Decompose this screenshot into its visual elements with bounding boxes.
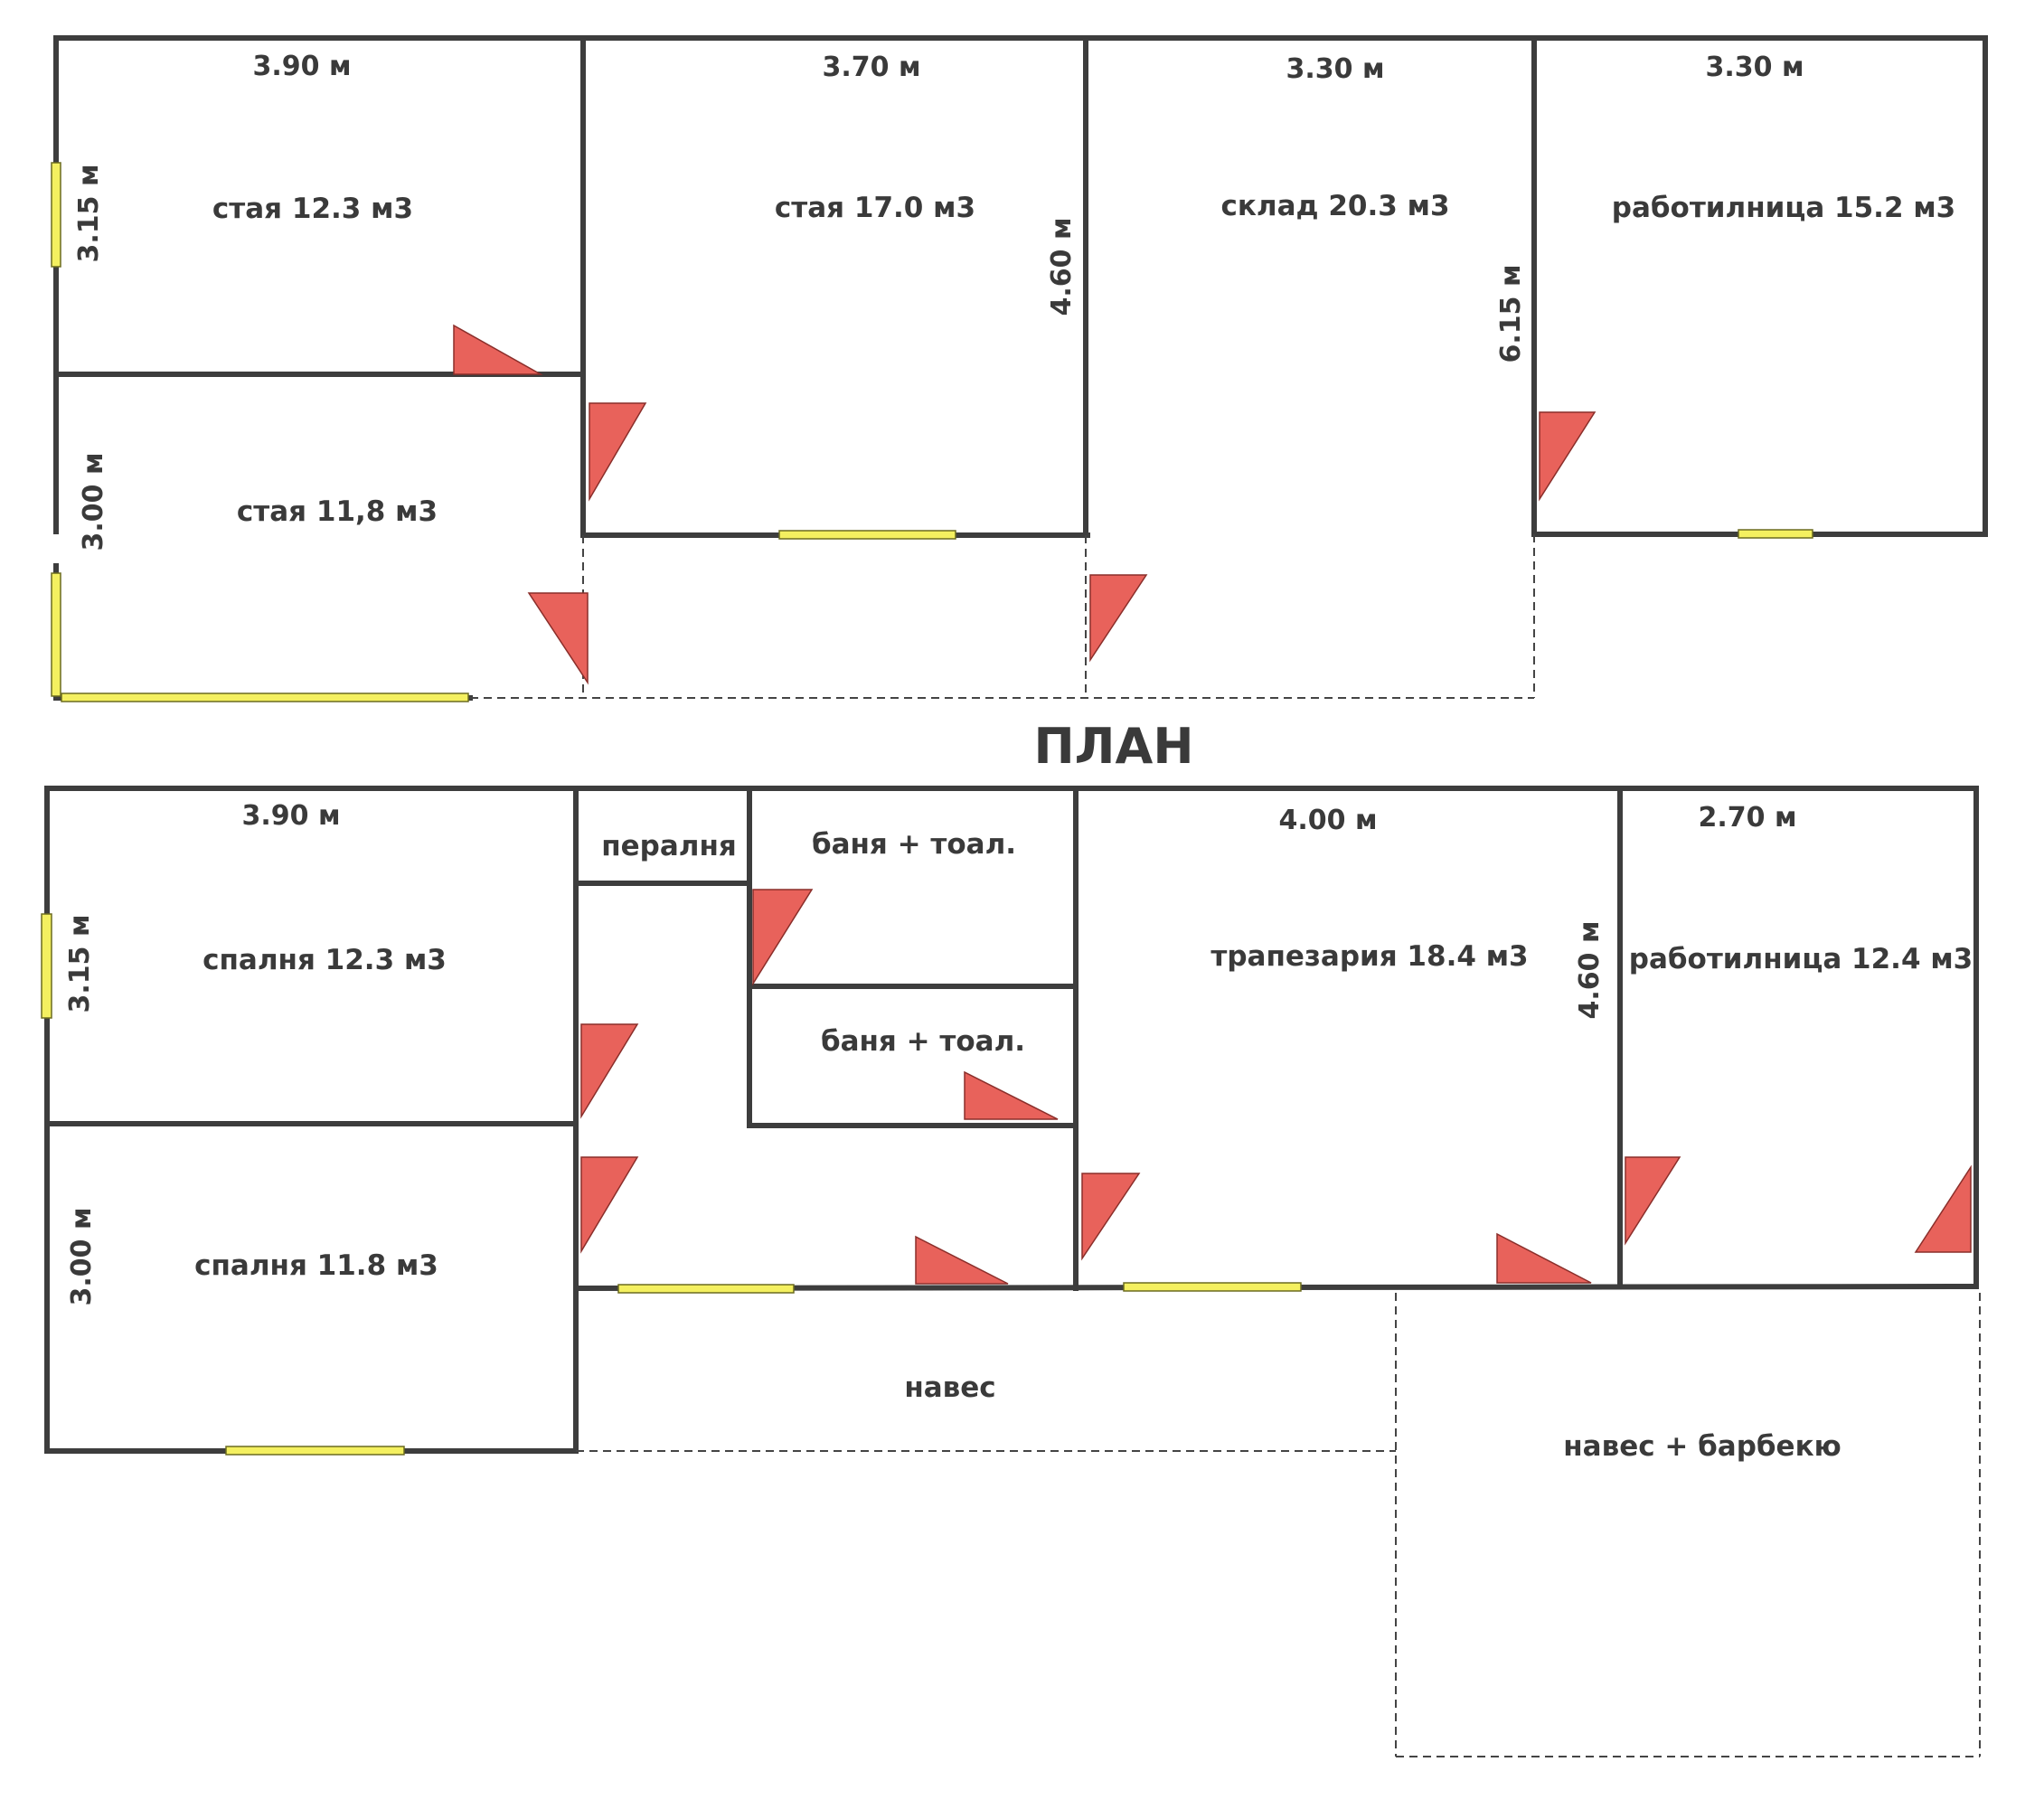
window: [778, 530, 956, 540]
room-label: баня + тоал.: [812, 828, 1016, 861]
door-marker: [453, 324, 543, 375]
dimension-label: 3.00 м: [78, 453, 109, 551]
door-marker: [1914, 1164, 1972, 1253]
dimension-label: 3.90 м: [242, 800, 341, 832]
dimension-label: 6.15 м: [1495, 265, 1527, 363]
room-label: навес + барбекю: [1563, 1430, 1841, 1463]
door-marker: [1089, 574, 1148, 663]
plan-title: ПЛАН: [1033, 718, 1193, 775]
room-label: стая 17.0 м3: [775, 192, 975, 224]
room-label: баня + тоал.: [821, 1025, 1025, 1058]
upper-floor: стая 12.3 м3 стая 11,8 м3 стая 17.0 м3 с…: [51, 35, 1988, 702]
room-label: склад 20.3 м3: [1220, 190, 1449, 222]
window: [51, 572, 61, 697]
dimension-label: 3.15 м: [64, 915, 96, 1013]
door-marker: [1496, 1232, 1592, 1284]
room-label: работилница 12.4 м3: [1629, 943, 1973, 975]
dimension-label: 4.60 м: [1046, 218, 1078, 316]
door-marker: [527, 592, 589, 685]
window: [617, 1284, 795, 1294]
room-label: работилница 15.2 м3: [1612, 192, 1955, 224]
dimension-label: 4.00 м: [1279, 805, 1378, 836]
dimension-label: 3.30 м: [1706, 52, 1804, 83]
door-marker: [1539, 411, 1597, 502]
window: [225, 1446, 405, 1456]
room-label: стая 12.3 м3: [212, 193, 413, 225]
window: [41, 913, 52, 1019]
dimension-label: 3.70 м: [823, 52, 921, 83]
room-label: навес: [904, 1371, 995, 1404]
wall: [53, 35, 1988, 537]
door-marker: [580, 1156, 639, 1254]
dimension-label: 3.00 м: [66, 1208, 98, 1306]
room-label: стая 11,8 м3: [237, 495, 438, 528]
room-label: спалня 11.8 м3: [194, 1249, 438, 1282]
wall: [44, 786, 1979, 1454]
door-marker: [915, 1235, 1009, 1285]
door-marker: [580, 1023, 639, 1119]
dimension-label: 3.30 м: [1286, 53, 1385, 85]
door-marker: [1625, 1156, 1681, 1246]
dimension-label: 3.90 м: [253, 51, 352, 82]
door-marker: [1081, 1173, 1141, 1261]
room-label: трапезария 18.4 м3: [1210, 940, 1528, 973]
room-label: спалня 12.3 м3: [203, 944, 447, 976]
door-marker: [752, 889, 814, 986]
room-label: пералня: [601, 830, 737, 862]
window: [51, 162, 61, 268]
dimension-label: 4.60 м: [1574, 921, 1606, 1020]
window: [1738, 529, 1813, 539]
window: [1123, 1282, 1302, 1292]
ground-floor: спалня 12.3 м3 спалня 11.8 м3 пералня ба…: [41, 786, 1981, 1757]
dimension-label: 2.70 м: [1699, 802, 1797, 834]
door-marker: [589, 402, 647, 502]
door-marker: [964, 1070, 1059, 1120]
dimension-label: 3.15 м: [73, 165, 105, 263]
window: [61, 693, 469, 702]
